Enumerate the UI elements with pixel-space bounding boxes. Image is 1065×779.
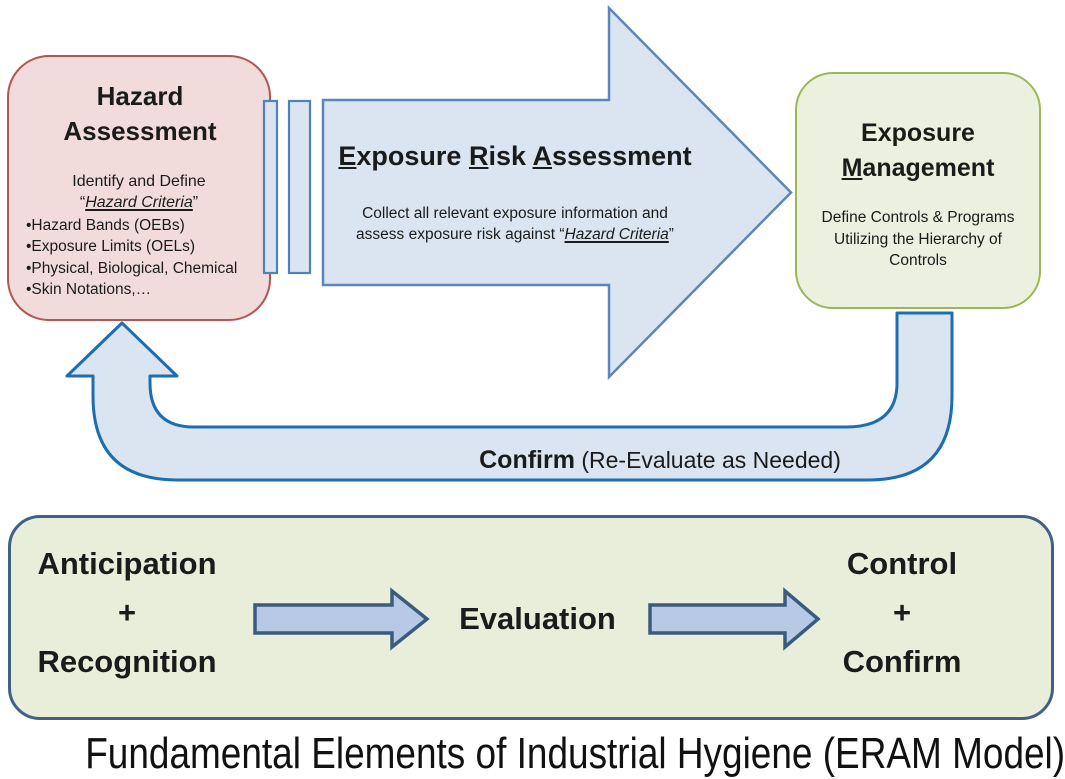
eram-right-line: + <box>892 595 912 630</box>
confirm-arrow-label: Confirm (Re-Evaluate as Needed) <box>479 446 841 474</box>
hazard-bullet-item: •Exposure Limits (OELs) <box>26 238 196 256</box>
eram-left-block: Anticipation + Recognition <box>16 539 238 686</box>
eram-summary-box <box>8 515 1054 720</box>
eram-right-line: Control <box>846 546 958 581</box>
era-arrow-desc-line1: Collect all relevant exposure informatio… <box>362 205 668 222</box>
hazard-assessment-box <box>7 55 271 321</box>
exposure-management-box <box>795 72 1041 309</box>
management-box-description: Define Controls & Programs Utilizing the… <box>795 207 1041 272</box>
management-desc-line: Utilizing the Hierarchy of <box>834 230 1002 248</box>
hazard-bullet-item: •Physical, Biological, Chemical <box>26 259 238 277</box>
era-flow-arrow <box>321 4 793 381</box>
management-box-title: Exposure Management <box>795 116 1041 186</box>
eram-evaluation-label: Evaluation <box>459 601 616 636</box>
era-arrow-title: Exposure Risk Assessment <box>338 141 692 171</box>
diagram-caption: Fundamental Elements of Industrial Hygie… <box>85 729 1065 778</box>
era-arrow-desc-line2: assess exposure risk against “Hazard Cri… <box>356 226 674 243</box>
hazard-bullet-list: •Hazard Bands (OEBs) •Exposure Limits (O… <box>26 215 266 300</box>
eram-arrow-left <box>253 587 430 651</box>
transition-bar-1 <box>262 99 279 275</box>
eram-left-line: + <box>117 595 137 630</box>
management-title-line2: Management <box>841 154 995 182</box>
transition-bar-2 <box>287 99 312 275</box>
management-desc-line: Controls <box>889 252 947 269</box>
management-desc-line: Define Controls & Programs <box>821 209 1015 226</box>
hazard-criteria-line: “Hazard Criteria” <box>79 194 199 211</box>
eram-right-line: Confirm <box>842 644 962 679</box>
hazard-bullet-item: •Hazard Bands (OEBs) <box>26 217 185 234</box>
hazard-bullet-item: •Skin Notations,… <box>26 280 152 298</box>
eram-left-line: Anticipation <box>37 546 217 581</box>
eram-right-block: Control + Confirm <box>791 539 1013 686</box>
eram-arrow-right <box>648 587 821 651</box>
hazard-box-intro: Identify and Define <box>72 173 206 190</box>
confirm-return-arrow <box>65 311 954 482</box>
eram-left-line: Recognition <box>37 644 217 679</box>
management-title-line1: Exposure <box>861 119 975 147</box>
hazard-box-title: Hazard Assessment <box>63 81 217 146</box>
